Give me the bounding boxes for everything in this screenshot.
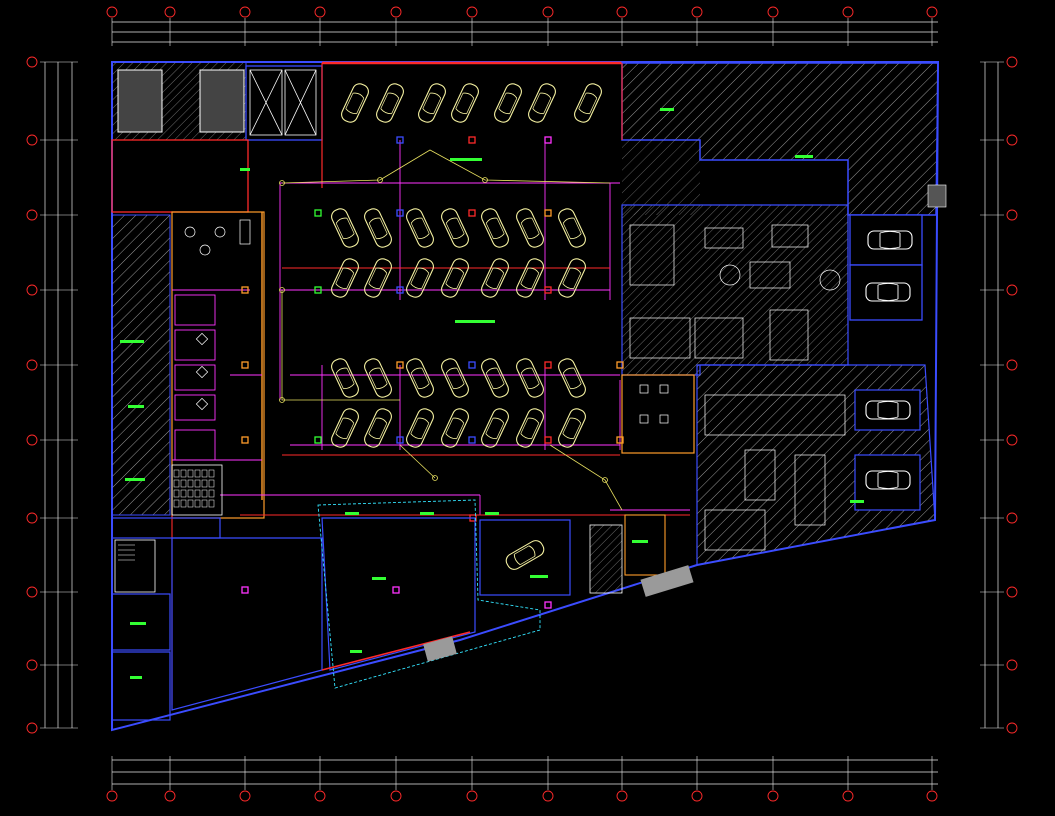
column-marker-icon	[239, 790, 251, 802]
row-marker-icon	[26, 284, 38, 296]
row-marker-icon	[26, 512, 38, 524]
row-marker-icon	[26, 134, 38, 146]
equipment-marker-icon	[396, 136, 404, 144]
row-marker-icon	[1006, 659, 1018, 671]
equipment-marker-icon	[314, 436, 322, 444]
equipment-marker-icon	[396, 209, 404, 217]
row-marker-icon	[1006, 586, 1018, 598]
column-marker-icon	[842, 790, 854, 802]
row-marker-icon	[1006, 134, 1018, 146]
row-marker-icon	[26, 659, 38, 671]
axis-ticks	[40, 18, 1004, 790]
equipment-markers	[241, 136, 624, 609]
column-marker-icon	[390, 790, 402, 802]
row-marker-icon	[1006, 512, 1018, 524]
column-marker-icon	[691, 6, 703, 18]
column-marker-icon	[767, 6, 779, 18]
equipment-marker-icon	[396, 361, 404, 369]
row-marker-icon	[26, 722, 38, 734]
row-marker-icon	[1006, 209, 1018, 221]
column-marker-icon	[164, 6, 176, 18]
column-marker-icon	[616, 6, 628, 18]
equipment-marker-icon	[314, 286, 322, 294]
row-marker-icon	[1006, 56, 1018, 68]
row-marker-icon	[26, 359, 38, 371]
elevator-core	[111, 65, 323, 213]
equipment-marker-icon	[544, 361, 552, 369]
equipment-marker-icon	[616, 361, 624, 369]
lower-left-rooms	[111, 499, 666, 721]
equipment-marker-icon	[468, 209, 476, 217]
equipment-marker-icon	[392, 586, 400, 594]
column-marker-icon	[466, 790, 478, 802]
row-marker-icon	[1006, 434, 1018, 446]
equipment-marker-icon	[314, 209, 322, 217]
equipment-marker-icon	[468, 436, 476, 444]
left-service-rooms	[171, 294, 223, 516]
column-marker-icon	[542, 790, 554, 802]
column-marker-icon	[164, 790, 176, 802]
row-marker-icon	[1006, 359, 1018, 371]
row-marker-icon	[1006, 284, 1018, 296]
showroom-furniture	[629, 224, 846, 551]
yellow-routing	[279, 149, 623, 511]
stair-icon	[118, 544, 135, 561]
equipment-marker-icon	[544, 436, 552, 444]
column-marker-icon	[691, 790, 703, 802]
piping-network	[172, 140, 690, 515]
row-marker-icon	[1006, 722, 1018, 734]
equipment-marker-icon	[468, 361, 476, 369]
column-marker-icon	[106, 790, 118, 802]
column-marker-icon	[466, 6, 478, 18]
column-marker-icon	[239, 6, 251, 18]
grey-side-block	[927, 184, 947, 208]
green-annotations	[120, 108, 864, 679]
ramp-blocks	[423, 565, 694, 662]
equipment-marker-icon	[468, 136, 476, 144]
row-marker-icon	[26, 434, 38, 446]
dimension-lines	[44, 21, 999, 785]
column-marker-icon	[616, 790, 628, 802]
column-marker-icon	[106, 6, 118, 18]
column-marker-icon	[767, 790, 779, 802]
equipment-marker-icon	[544, 209, 552, 217]
equipment-marker-icon	[241, 436, 249, 444]
column-marker-icon	[926, 6, 938, 18]
row-marker-icon	[26, 209, 38, 221]
equipment-marker-icon	[544, 136, 552, 144]
equipment-marker-icon	[544, 601, 552, 609]
row-marker-icon	[26, 56, 38, 68]
equipment-marker-icon	[241, 586, 249, 594]
column-marker-icon	[542, 6, 554, 18]
equipment-marker-icon	[544, 286, 552, 294]
equipment-marker-icon	[616, 436, 624, 444]
axis-markers	[26, 6, 1018, 802]
row-marker-icon	[26, 586, 38, 598]
column-marker-icon	[390, 6, 402, 18]
column-marker-icon	[314, 790, 326, 802]
column-marker-icon	[926, 790, 938, 802]
meter-grid	[173, 469, 215, 508]
equipment-marker-icon	[396, 286, 404, 294]
column-marker-icon	[842, 6, 854, 18]
column-marker-icon	[314, 6, 326, 18]
equipment-marker-icon	[396, 436, 404, 444]
elevator-icon	[249, 69, 317, 136]
equipment-marker-icon	[241, 361, 249, 369]
equipment-marker-icon	[241, 286, 249, 294]
washroom-fixtures	[184, 219, 251, 411]
